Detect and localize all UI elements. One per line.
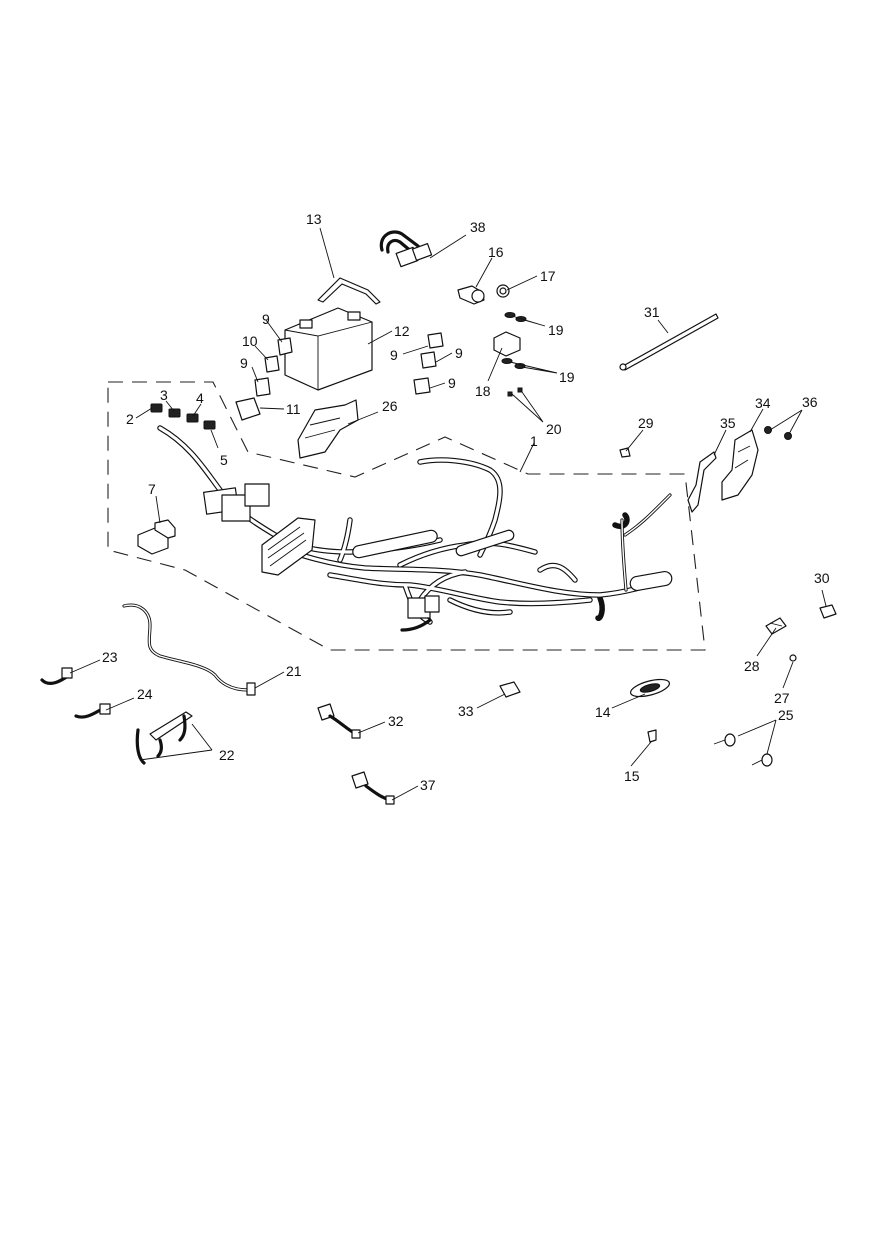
callout-14: 14 [595,704,611,720]
callout-20: 20 [546,421,562,437]
lead-37 [351,771,395,805]
clip-29 [619,447,631,458]
clip-33 [499,681,521,698]
callout-19a: 19 [548,322,564,338]
cable-tie [619,313,719,371]
callout-16: 16 [488,244,504,260]
callout-18: 18 [475,383,491,399]
callout-38: 38 [470,219,486,235]
washer-27 [789,654,797,662]
callout-21: 21 [286,663,302,679]
bolt-28 [765,617,787,635]
callout-9e: 9 [448,375,456,391]
callout-10: 10 [242,333,258,349]
callout-13: 13 [306,211,322,227]
relays [235,332,444,421]
callout-35: 35 [720,415,736,431]
screw-15 [647,729,657,743]
callout-15: 15 [624,768,640,784]
callout-34: 34 [755,395,771,411]
battery [284,307,373,391]
callout-19b: 19 [559,369,575,385]
callout-17: 17 [540,268,556,284]
callout-37: 37 [420,777,436,793]
callout-33: 33 [458,703,474,719]
main-wiring-harness [157,425,673,632]
lead-24 [74,703,111,719]
callout-7: 7 [148,481,156,497]
lead-21 [122,603,256,696]
grommet-14 [629,678,671,698]
callout-1: 1 [530,433,538,449]
callout-22: 22 [219,747,235,763]
callout-26: 26 [382,398,398,414]
leader-lines [69,227,827,801]
callout-9d: 9 [455,345,463,361]
fuse-holder [137,519,176,555]
callout-4: 4 [196,390,204,406]
harness-group-outline [107,381,706,651]
parts-16-20 [457,284,527,397]
cover-34-35 [687,426,792,513]
callout-25: 25 [778,707,794,723]
lead-23 [40,667,73,685]
callout-27: 27 [774,690,790,706]
callout-24: 24 [137,686,153,702]
callout-9a: 9 [262,311,270,327]
callout-12: 12 [394,323,410,339]
lead-38 [379,230,433,268]
fuses-2-5 [150,403,216,430]
callout-32: 32 [388,713,404,729]
callout-2: 2 [126,411,134,427]
lead-22 [135,711,193,765]
callout-11: 11 [286,401,301,417]
battery-strap [317,277,381,305]
bracket-26 [297,399,359,459]
callout-29: 29 [638,415,654,431]
callout-9c: 9 [390,347,398,363]
callout-23: 23 [102,649,118,665]
screws-25 [713,733,773,767]
callout-5: 5 [220,452,228,468]
callout-9b: 9 [240,355,248,371]
callout-31: 31 [644,304,660,320]
callout-30: 30 [814,570,830,586]
callout-labels: 1 2 3 4 5 7 9 10 9 11 12 13 38 16 17 19 … [102,211,830,793]
lead-32 [317,703,361,739]
callout-36: 36 [802,394,818,410]
callout-3: 3 [160,387,168,403]
callout-28: 28 [744,658,760,674]
clip-30 [819,604,837,619]
